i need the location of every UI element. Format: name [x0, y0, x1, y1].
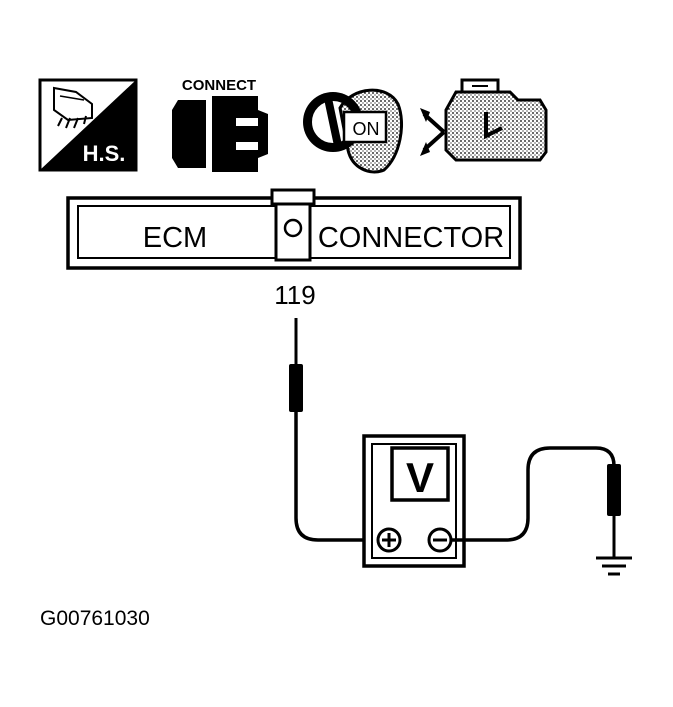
ecm-label: ECM	[143, 222, 207, 254]
voltmeter-label: V	[406, 454, 434, 501]
positive-terminal-icon	[376, 527, 402, 553]
ignition-on-label: ON	[353, 119, 380, 139]
harness-connector-icon: H.S.	[38, 78, 138, 172]
engine-off-icon	[420, 78, 548, 162]
negative-terminal-icon	[427, 527, 453, 553]
connector-plug-icon: CONNECT	[172, 77, 268, 172]
ignition-key-icon: ON	[303, 88, 403, 174]
figure-code: G00761030	[40, 607, 150, 630]
ground-symbol-icon	[596, 556, 632, 576]
connect-label: CONNECT	[182, 77, 256, 94]
voltmeter: V	[362, 434, 466, 568]
hs-label: H.S.	[83, 141, 126, 166]
negative-probe-lead	[451, 446, 621, 558]
connector-label: CONNECTOR	[318, 222, 504, 254]
terminal-number: 119	[274, 280, 315, 310]
ecm-connector: ECM CONNECTOR	[66, 188, 522, 270]
positive-probe-lead	[289, 318, 374, 542]
